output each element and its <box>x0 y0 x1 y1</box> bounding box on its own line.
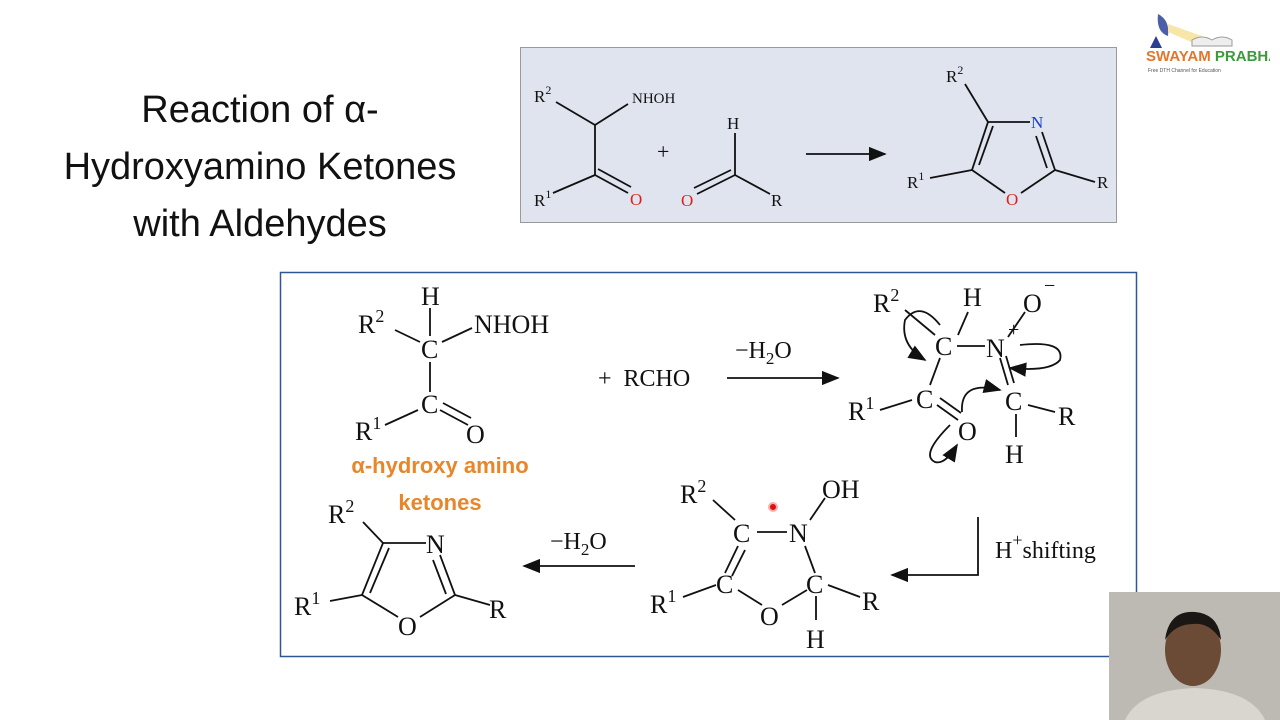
title-line: with Aldehydes <box>133 203 387 245</box>
label-n-plus: N <box>986 334 1005 363</box>
label-nhoh: NHOH <box>632 91 675 107</box>
label-r: R <box>862 587 880 616</box>
label-o: O <box>958 417 977 446</box>
step2-label: H+shifting <box>995 530 1096 564</box>
label-c: C <box>916 385 933 414</box>
label-oh: OH <box>822 475 860 504</box>
overall-reaction-scheme: R2 NHOH R1 O + H O R R2 N R1 O R <box>520 47 1117 223</box>
label-r1: R1 <box>650 586 676 619</box>
label-o: O <box>466 420 485 449</box>
scheme-box <box>520 47 1117 223</box>
reagent-rcho: + RCHO <box>598 366 690 392</box>
presenter-hair <box>1165 611 1221 640</box>
label-r2: R2 <box>680 476 706 509</box>
label-r1: R1 <box>848 393 874 426</box>
label-o: O <box>760 602 779 631</box>
presenter-face <box>1165 614 1221 686</box>
label-r1: R1 <box>534 187 551 210</box>
label-o: O <box>398 612 417 641</box>
mechanism-scheme: R2 H C NHOH C R1 O + RCHO −H2O α-hydroxy… <box>279 271 1138 658</box>
label-r1: R1 <box>355 413 381 446</box>
label-oxygen: O <box>630 190 642 209</box>
presenter-webcam-video <box>1109 592 1280 720</box>
label-h: H <box>806 625 825 654</box>
mechanism-box <box>279 271 1138 658</box>
label-c: C <box>421 390 438 419</box>
compound-name-label: α-hydroxy amino <box>351 453 528 478</box>
label-r: R <box>1097 173 1109 192</box>
logo-text: SWAYAM PRABHA <box>1146 48 1270 65</box>
slide-title: Reaction of α- Hydroxyamino Ketones with… <box>20 82 500 253</box>
label-h: H <box>1005 440 1024 469</box>
label-n: N <box>789 519 808 548</box>
label-h: H <box>421 282 440 311</box>
label-c: C <box>716 570 733 599</box>
positive-charge: + <box>1008 319 1019 341</box>
label-r2: R2 <box>358 306 384 339</box>
label-nhoh: NHOH <box>474 310 549 339</box>
label-nitrogen: N <box>1031 113 1043 132</box>
label-r2: R2 <box>534 83 551 106</box>
label-r: R <box>1058 402 1076 431</box>
label-c: C <box>733 519 750 548</box>
label-c: C <box>1005 387 1022 416</box>
label-oxygen: O <box>1006 190 1018 209</box>
label-oxygen: O <box>681 191 693 210</box>
step1-label: −H2O <box>735 338 792 368</box>
presenter-body <box>1125 688 1265 720</box>
label-r: R <box>489 595 507 624</box>
label-c: C <box>806 570 823 599</box>
logo-tagline: Free DTH Channel for Education <box>1148 68 1221 74</box>
swayam-prabha-logo: SWAYAM PRABHA Free DTH Channel for Educa… <box>1140 10 1270 74</box>
label-c: C <box>421 335 438 364</box>
book-icon <box>1191 36 1233 47</box>
label-h: H <box>727 114 739 133</box>
satellite-dish-icon <box>1157 14 1169 36</box>
negative-charge: − <box>1044 275 1055 297</box>
title-line: Hydroxyamino Ketones <box>63 146 457 188</box>
label-c: C <box>935 332 952 361</box>
step3-label: −H2O <box>550 529 607 559</box>
label-r: R <box>771 191 783 210</box>
label-r1: R1 <box>294 588 320 621</box>
title-line: Reaction of α- <box>141 89 379 131</box>
label-r2: R2 <box>873 285 899 318</box>
laser-pointer-dot <box>768 502 778 512</box>
mast-icon <box>1150 36 1162 48</box>
plus-sign: + <box>657 139 669 164</box>
label-r1: R1 <box>907 169 924 192</box>
label-r2: R2 <box>328 496 354 529</box>
label-o-minus: O <box>1023 289 1042 318</box>
label-h: H <box>963 283 982 312</box>
compound-name-label: ketones <box>398 490 481 515</box>
label-n: N <box>426 530 445 559</box>
label-r2: R2 <box>946 63 963 86</box>
